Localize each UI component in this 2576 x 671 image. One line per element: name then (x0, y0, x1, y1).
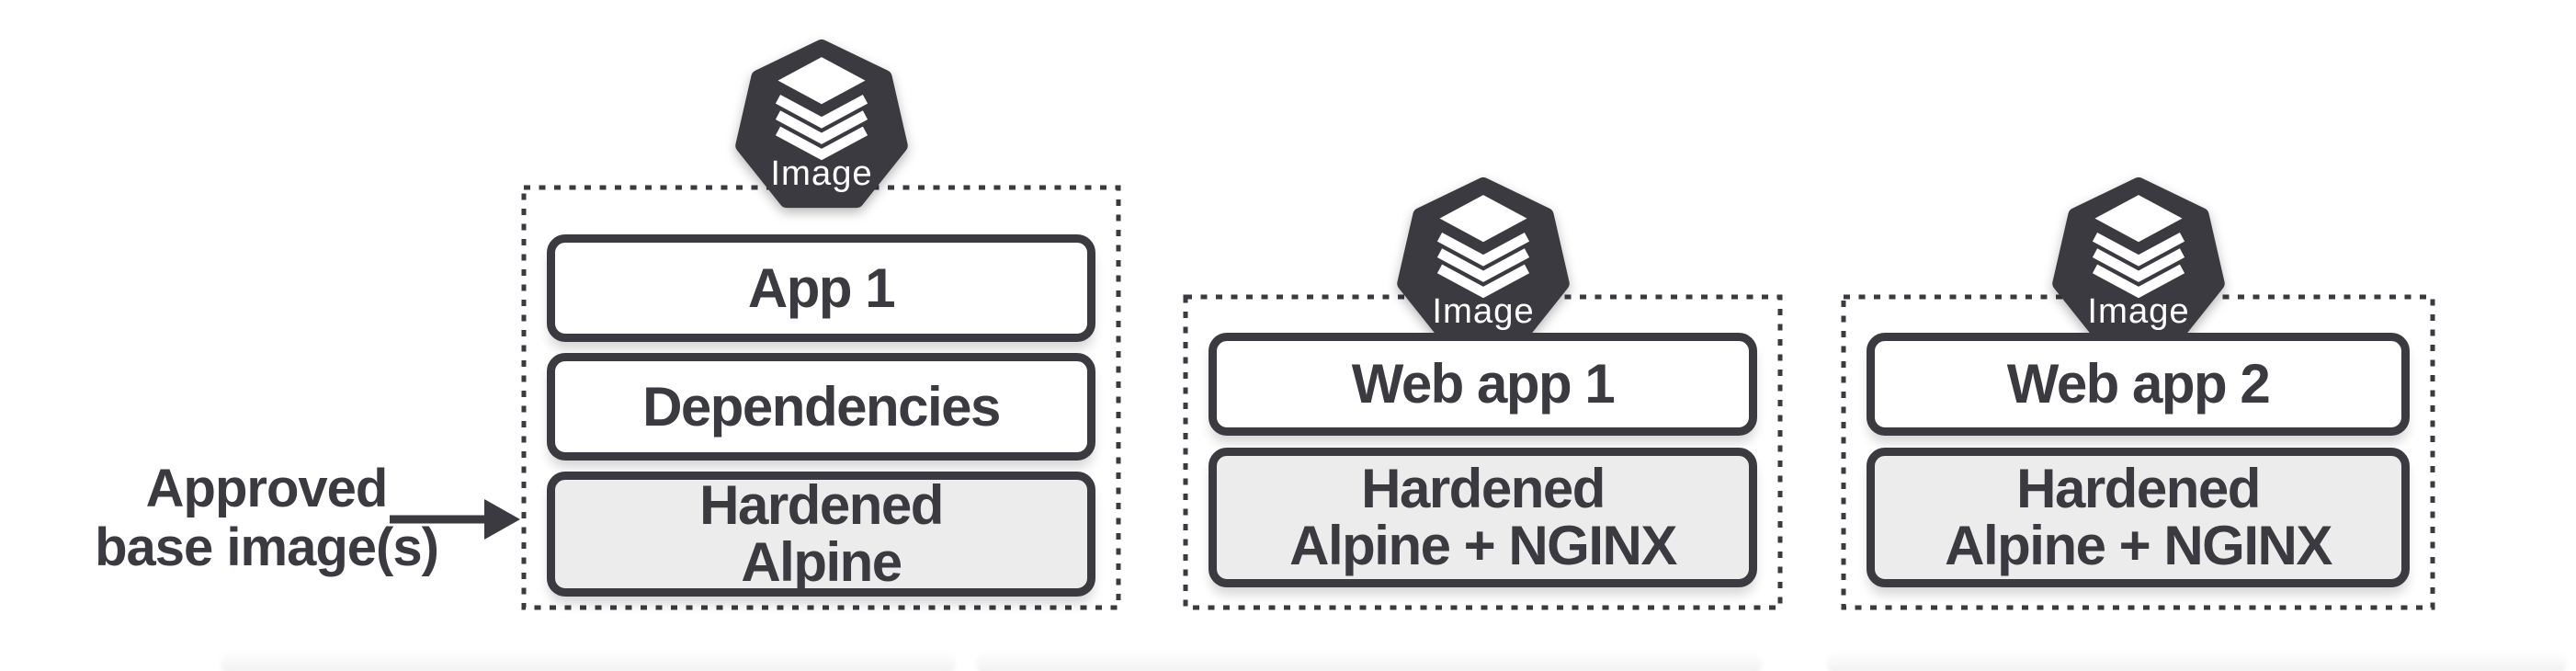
image-badge: Image (1396, 175, 1571, 353)
annotation-line-1: Approved (145, 459, 389, 518)
layer-app-1: App 1 (547, 234, 1095, 342)
container-image-icon: Image (2051, 176, 2225, 347)
bottom-edge-band (221, 651, 956, 671)
image-badge: Image (734, 37, 909, 215)
layer-hardened-alpine-nginx: Hardened Alpine + NGINX (1209, 448, 1757, 587)
layer-hardened-alpine: Hardened Alpine (547, 472, 1095, 597)
bottom-edge-band (976, 651, 1762, 671)
container-image-icon: Image (1396, 176, 1570, 347)
layer-dependencies: Dependencies (547, 353, 1095, 461)
annotation-line-2: base image(s) (95, 517, 439, 577)
approved-base-images-label: Approved base image(s) (64, 460, 469, 577)
image-stack-web-app-1: Image Web app 1 Hardened Alpine + NGINX (1183, 176, 1783, 610)
image-badge-label: Image (1432, 291, 1534, 331)
image-badge: Image (2051, 175, 2226, 353)
image-boundary-dashed-border (1183, 294, 1783, 610)
layer-web-app-1: Web app 1 (1209, 333, 1757, 436)
image-stack-web-app-2: Image Web app 2 Hardened Alpine + NGINX (1841, 176, 2435, 610)
bottom-edge-band (1827, 651, 2567, 671)
layer-hardened-alpine-nginx: Hardened Alpine + NGINX (1867, 448, 2410, 587)
right-arrow-icon (390, 499, 520, 540)
layer-web-app-2: Web app 2 (1867, 333, 2410, 436)
image-stack-app-1: Image App 1 Dependencies Hardened Alpine (521, 39, 1121, 610)
image-boundary-dashed-border (521, 185, 1121, 610)
container-image-icon: Image (734, 39, 908, 209)
image-badge-label: Image (2087, 291, 2189, 331)
image-badge-label: Image (770, 154, 872, 193)
